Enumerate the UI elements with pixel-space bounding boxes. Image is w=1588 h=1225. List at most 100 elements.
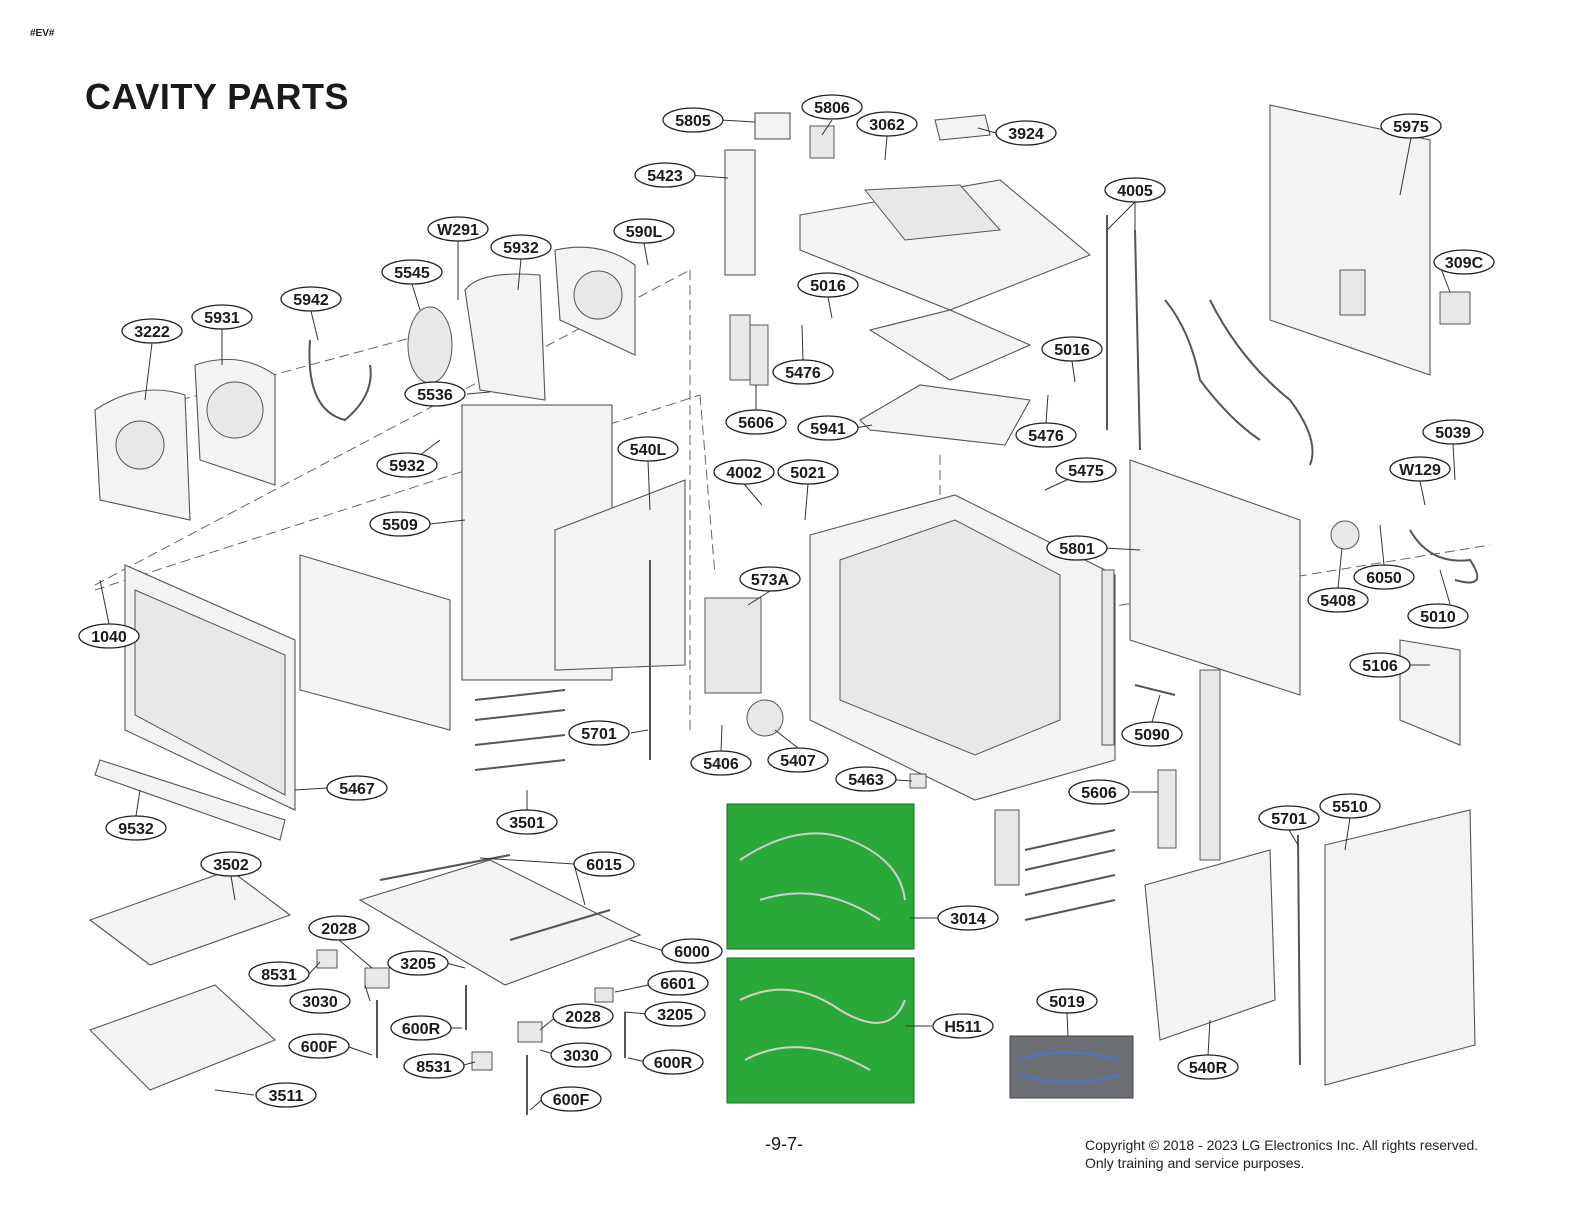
bracket-5606-b [1199,669,1221,861]
part-callout: 3222 [121,318,183,344]
part-callout: 5467 [326,775,388,801]
part-number-label: 5467 [339,781,375,798]
part-callout: 5010 [1407,603,1469,629]
part-number-label: 3205 [657,1007,693,1024]
callout-ellipse [191,304,253,330]
part-callout: 5931 [191,304,253,330]
part-number-label: 4005 [1117,183,1153,200]
part-callout: 5406 [690,750,752,776]
part-number-label: 5408 [1320,593,1356,610]
part-number-label: 573A [751,572,790,589]
part-number-label: 5016 [1054,342,1090,359]
callout-ellipse [404,381,466,407]
part-callout: 3062 [856,111,918,137]
vent-grille [1339,269,1366,316]
part-callout: 600R [390,1015,452,1041]
callout-ellipse [550,1042,612,1068]
callout-ellipse [248,961,310,987]
part-callout: 5106 [1349,652,1411,678]
part-number-label: 5476 [1028,428,1064,445]
callout-ellipse [642,1049,704,1075]
insulation-5941 [859,384,1031,446]
part-callout: 5016 [1041,336,1103,362]
callout-ellipse [1407,603,1469,629]
part-callout: 3205 [644,1001,706,1027]
part-callout: 5423 [634,162,696,188]
baffle-plate [464,273,546,401]
part-number-label: 5039 [1435,425,1471,442]
sensor-5090 [1134,684,1176,696]
part-number-label: 5606 [1081,785,1117,802]
part-callout: 4002 [713,459,775,485]
part-number-label: 3511 [269,1088,304,1105]
part-number-label: 3014 [950,911,986,928]
oven-light-assembly [724,149,756,276]
part-number-label: 600F [553,1092,590,1109]
part-number-label: H511 [944,1019,981,1036]
callout-ellipse [647,970,709,996]
callout-ellipse [289,988,351,1014]
part-number-label: 5701 [581,726,617,743]
part-callout: 5701 [568,720,630,746]
gas-tubes [1164,299,1314,466]
part-callout: 5545 [381,259,443,285]
copyright-line-2: Only training and service purposes. [1085,1155,1305,1171]
part-callout: 2028 [308,915,370,941]
part-number-label: 5010 [1420,609,1456,626]
part-number-label: W129 [1399,462,1441,479]
part-number-label: 600R [654,1055,693,1072]
part-callout: 3205 [387,950,449,976]
part-number-label: 3924 [1008,126,1044,143]
part-number-label: 5509 [382,517,418,534]
rack-guide-3501 [474,689,566,771]
part-number-label: 5463 [848,772,884,789]
callout-ellipse [1104,177,1166,203]
part-callout: 3924 [995,120,1057,146]
part-callout: W129 [1389,456,1451,482]
part-number-label: 5545 [394,265,430,282]
harness-photo-3014 [726,803,915,950]
callout-ellipse [387,950,449,976]
bracket-right-light [994,809,1020,886]
part-callout: 3502 [200,851,262,877]
part-number-label: 5805 [675,113,711,130]
part-callout: H511 [932,1013,994,1039]
part-number-label: 5701 [1271,811,1307,828]
callout-ellipse [995,120,1057,146]
rod-5701-b [1297,834,1301,1066]
front-trim-9532 [94,759,286,841]
part-callout: 590L [613,218,675,244]
part-number-label: 5510 [1332,799,1368,816]
part-callout: 5476 [772,359,834,385]
bracket-5106 [1399,639,1461,746]
callout-ellipse [634,162,696,188]
part-callout: 600R [642,1049,704,1075]
part-outlines [88,104,1479,1115]
part-number-label: 5090 [1134,727,1170,744]
part-callout: 5019 [1036,988,1098,1014]
side-panel-540L [554,479,686,671]
cover-3924 [934,114,991,141]
callout-ellipse [644,1001,706,1027]
callout-ellipse [777,459,839,485]
part-number-label: 309C [1445,255,1484,272]
part-number-label: 5016 [810,278,846,295]
copyright-notice: Copyright © 2018 - 2023 LG Electronics I… [1085,1136,1478,1172]
rod-4005-b [1134,229,1141,451]
leveler-bracket-2028-a [364,967,390,989]
oven-rack-3511 [88,984,277,1091]
callout-ellipse [725,409,787,435]
part-number-label: W291 [437,222,479,239]
part-number-label: 540L [630,442,667,459]
part-callout: 3014 [937,905,999,931]
part-callout: 2028 [552,1003,614,1029]
callout-ellipse [835,766,897,792]
part-callout: 9532 [105,815,167,841]
part-number-label: 600R [402,1021,441,1038]
part-callout: 5475 [1055,457,1117,483]
part-number-label: 5932 [503,240,539,257]
callout-ellipse [255,1082,317,1108]
document-tag: #EV# [30,28,55,39]
top-duct [799,179,1092,311]
callout-ellipse [573,851,635,877]
